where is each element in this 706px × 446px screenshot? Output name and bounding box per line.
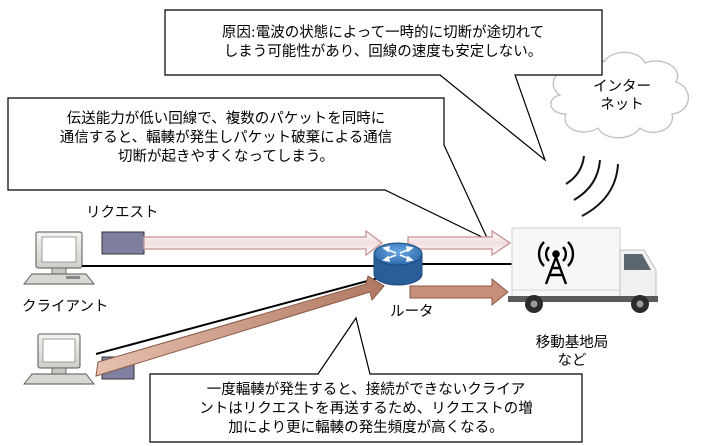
cause-callout-text: 原因:電波の状態によって一時的に切断が途切れて しまう可能性があり、回線の速度も…	[168, 24, 598, 62]
base-station-line-1: 移動基地局	[535, 335, 609, 351]
request-label: リクエスト	[86, 205, 159, 221]
client-label: クライアント	[22, 299, 109, 315]
congestion-arrow	[409, 277, 509, 307]
bandwidth-line-2: 通信すると、輻輳が発生しパケット破棄による通信	[59, 130, 393, 146]
request-packet	[101, 231, 145, 255]
cause-line-2: しまう可能性があり、回線の速度も安定しない。	[223, 44, 543, 60]
bandwidth-line-3: 切断が起きやすくなってしまう。	[118, 149, 334, 165]
congestion-arrow	[95, 275, 385, 377]
router-label: ルータ	[390, 304, 434, 320]
bandwidth-callout-text: 伝送能力が低い回線で、複数のパケットを同時に 通信すると、輻輳が発生しパケット破…	[12, 110, 440, 167]
internet-line-1: インター	[593, 79, 651, 95]
internet-label: インター ネット	[590, 78, 654, 114]
cause-callout	[164, 9, 603, 162]
internet-line-2: ネット	[600, 97, 644, 113]
computer-icon	[23, 231, 95, 285]
congestion-callout-text: 一度輻輳が発生すると、接続ができないクライア ントはリクエストを再送するため、リ…	[154, 381, 578, 438]
congestion-line-3: 加により更に輻輳の発生頻度が高くなる。	[228, 420, 504, 436]
cause-line-1: 原因:電波の状態によって一時的に切断が途切れて	[221, 25, 545, 41]
radio-waves-icon	[565, 155, 619, 217]
congestion-callout	[149, 316, 583, 443]
base-station-line-2: など	[557, 353, 587, 369]
congestion-line-2: ントはリクエストを再送するため、リクエストの増	[199, 401, 533, 417]
connection-line	[95, 275, 387, 355]
antenna-icon	[537, 241, 575, 285]
base-station-label: 移動基地局 など	[520, 334, 624, 370]
computer-icon	[23, 333, 95, 385]
congestion-line-1: 一度輻輳が発生すると、接続ができないクライア	[206, 382, 526, 398]
bandwidth-line-1: 伝送能力が低い回線で、複数のパケットを同時に	[66, 111, 386, 127]
router-icon	[373, 242, 423, 286]
request-arrow	[407, 229, 512, 257]
truck-icon	[508, 227, 658, 313]
request-arrow	[143, 229, 384, 257]
